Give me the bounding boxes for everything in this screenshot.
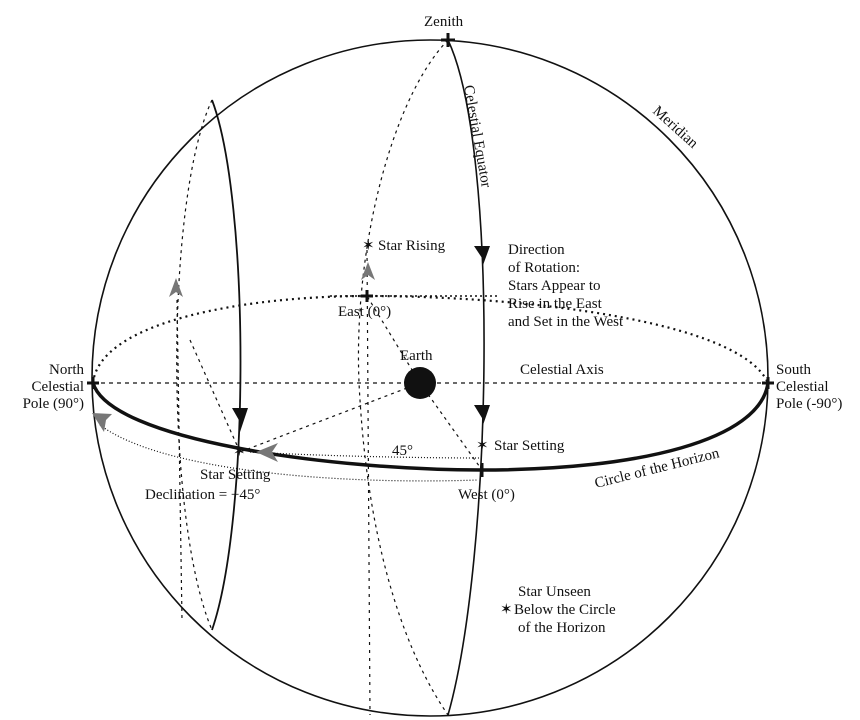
svg-text:of Rotation:: of Rotation: (508, 260, 580, 276)
svg-text:and Set in the West: and Set in the West (508, 314, 624, 330)
setting-arrow-icon (256, 443, 278, 462)
horizon-back-dotted (91, 294, 770, 384)
east-label: East (0°) (338, 304, 391, 320)
equator-arrow-lower-icon (474, 405, 490, 428)
svg-text:Stars Appear to: Stars Appear to (508, 278, 600, 294)
star-setting-right-icon: ✶ (476, 438, 489, 454)
declination-circle-front (211, 99, 242, 631)
star-setting-left-label: Star Setting (200, 467, 271, 483)
east-vertical (366, 249, 371, 716)
svg-text:Celestial: Celestial (776, 379, 829, 395)
zenith-label: Zenith (424, 14, 464, 30)
declination-circle-back (176, 99, 213, 631)
celestial-equator-back (357, 39, 449, 716)
earth-to-west (419, 382, 483, 471)
star-markers: ✶ ✶ ✶ ✶ (233, 238, 513, 618)
north-pole-label: North Celestial Pole (90°) (23, 362, 85, 412)
svg-text:Rise in the East: Rise in the East (508, 296, 603, 312)
cross-markers (87, 33, 774, 477)
svg-text:Pole (-90°): Pole (-90°) (776, 396, 842, 412)
rising-arrow-icon (361, 262, 375, 280)
declination-arrow-icon (232, 408, 248, 432)
pole-arrow-icon (92, 413, 112, 432)
svg-text:Direction: Direction (508, 242, 565, 258)
svg-text:Star Unseen: Star Unseen (518, 584, 591, 600)
star-setting-left-icon: ✶ (233, 444, 246, 460)
west-label: West (0°) (458, 487, 515, 503)
svg-text:Celestial: Celestial (32, 379, 85, 395)
star-unseen-icon: ✶ (500, 602, 513, 618)
celestial-equator-front (447, 39, 485, 716)
dashed-vertical (176, 299, 183, 621)
direction-label: Direction of Rotation: Stars Appear to R… (508, 242, 624, 330)
south-pole-cross (762, 377, 774, 389)
north-pole-cross (87, 377, 99, 389)
earth-label: Earth (400, 348, 433, 364)
south-pole-label: South Celestial Pole (-90°) (776, 362, 842, 412)
zenith-cross (441, 33, 455, 47)
svg-text:Below the Circle: Below the Circle (514, 602, 616, 618)
angle-arc (249, 451, 481, 459)
earth-to-star (239, 382, 421, 453)
svg-text:of the Horizon: of the Horizon (518, 620, 606, 636)
back-arrow-icon (169, 278, 183, 297)
svg-text:North: North (49, 362, 84, 378)
svg-text:Pole (90°): Pole (90°) (23, 396, 84, 412)
star-rising-icon: ✶ (362, 238, 375, 254)
star-setting-right-label: Star Setting (494, 438, 565, 454)
equator-arrow-upper-icon (474, 246, 490, 268)
svg-text:South: South (776, 362, 812, 378)
celestial-equator-label: Celestial Equator (460, 84, 494, 189)
star-rising-label: Star Rising (378, 238, 446, 254)
declination-label: Declination = +45° (145, 487, 260, 503)
west-cross (475, 463, 489, 477)
earth-dot (404, 367, 436, 399)
pole-diagonal (189, 339, 241, 453)
earth-to-east (366, 295, 421, 384)
angle-label: 45° (392, 443, 413, 459)
star-unseen-label: Star Unseen Below the Circle of the Hori… (514, 584, 616, 636)
east-cross (361, 290, 373, 302)
horizon-front-solid (91, 382, 770, 472)
celestial-axis-label: Celestial Axis (520, 362, 604, 378)
